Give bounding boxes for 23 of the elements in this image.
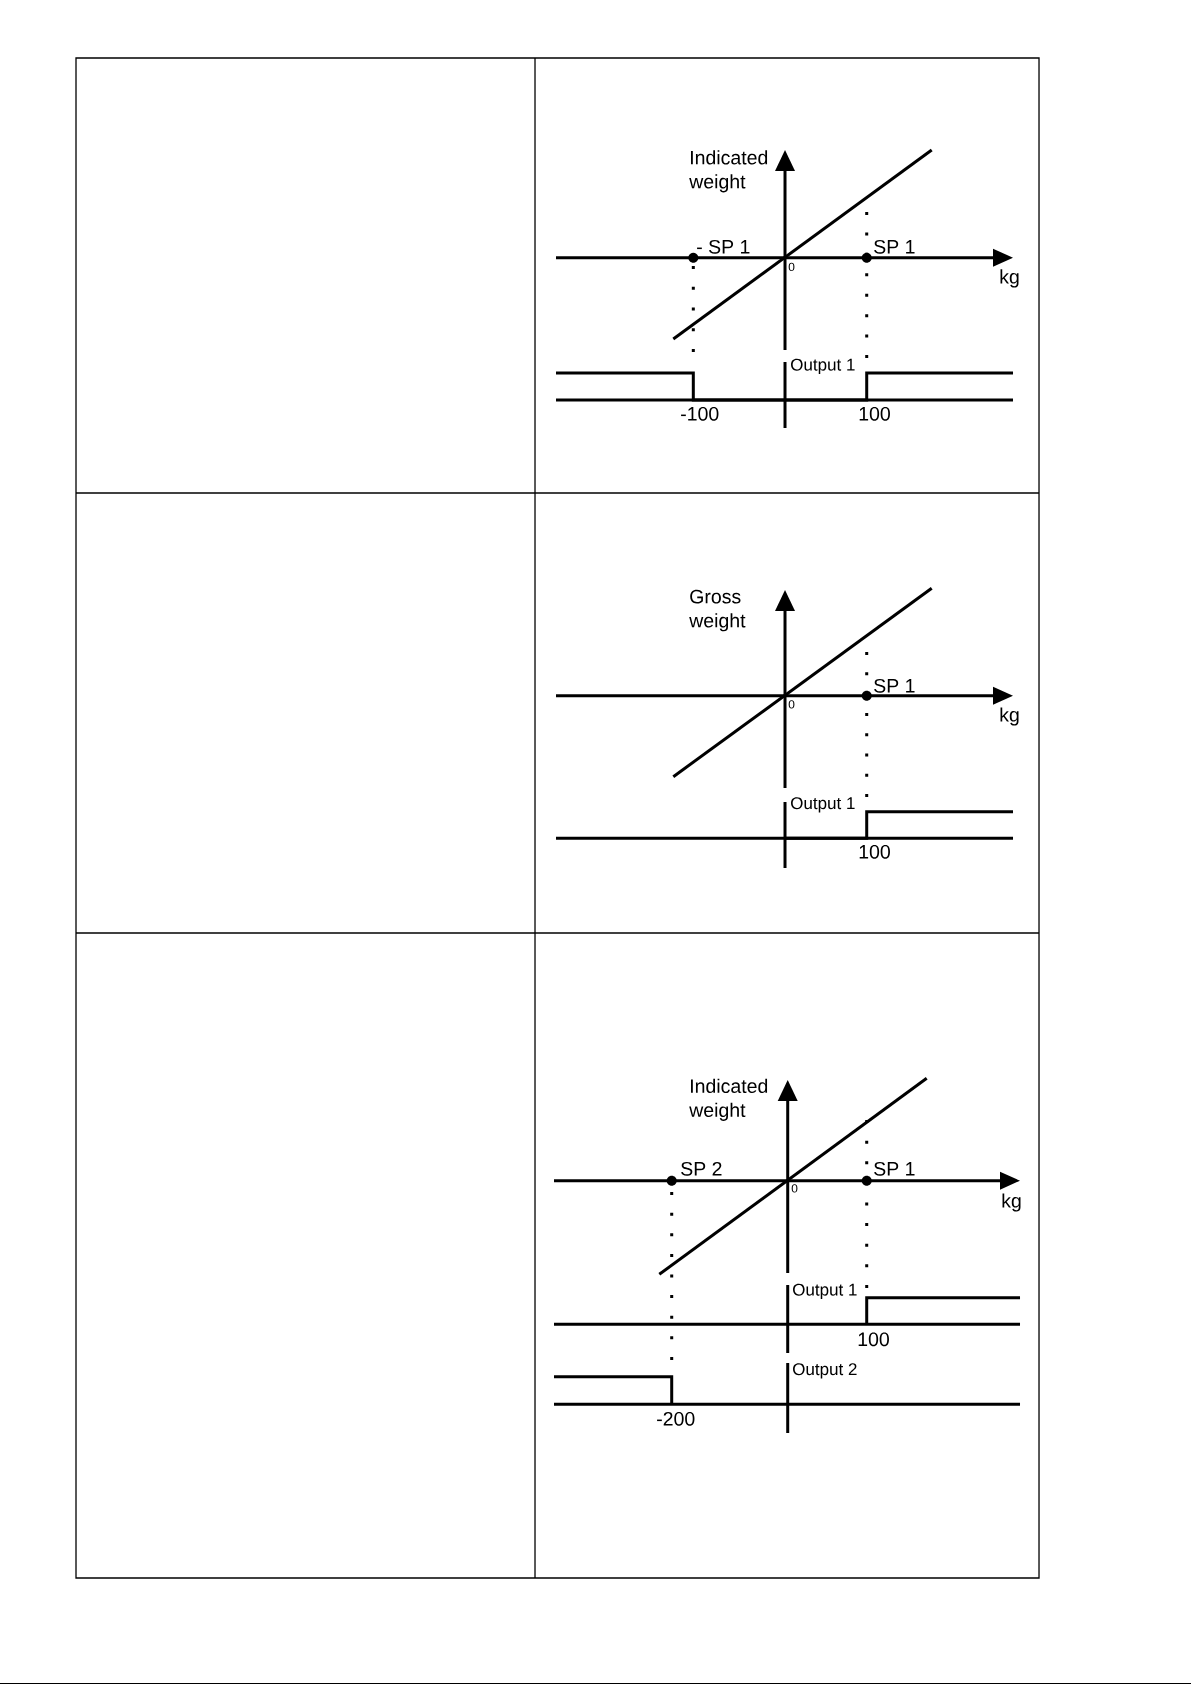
unit-label: kg [1000, 269, 1019, 288]
axis-title: Indicated weight [689, 150, 768, 193]
tick-label: -100 [681, 406, 719, 421]
output-label: Output 1 [791, 797, 855, 813]
origin-label: 0 [788, 700, 795, 709]
unit-label: kg [1002, 1193, 1021, 1212]
output-label: Output 1 [791, 358, 855, 375]
setpoint-label: SP 2 [681, 1161, 722, 1176]
output-label: Output 1 [793, 1283, 857, 1300]
unit-label: kg [1000, 707, 1019, 726]
output-label: Output 2 [793, 1363, 857, 1379]
setpoint-label: SP 1 [874, 678, 915, 693]
setpoint-label: SP 1 [874, 239, 915, 254]
origin-label: 0 [791, 1184, 798, 1193]
tick-label: 100 [858, 1332, 889, 1347]
axis-title: Gross weight [689, 589, 746, 632]
tick-label: -200 [657, 1411, 695, 1426]
axis-title: Indicated weight [689, 1078, 768, 1121]
tick-label: 100 [859, 844, 890, 859]
setpoint-label: SP 1 [874, 1161, 915, 1176]
setpoint-label: - SP 1 [697, 239, 750, 254]
tick-label: 100 [859, 406, 890, 421]
origin-label: 0 [788, 262, 795, 272]
